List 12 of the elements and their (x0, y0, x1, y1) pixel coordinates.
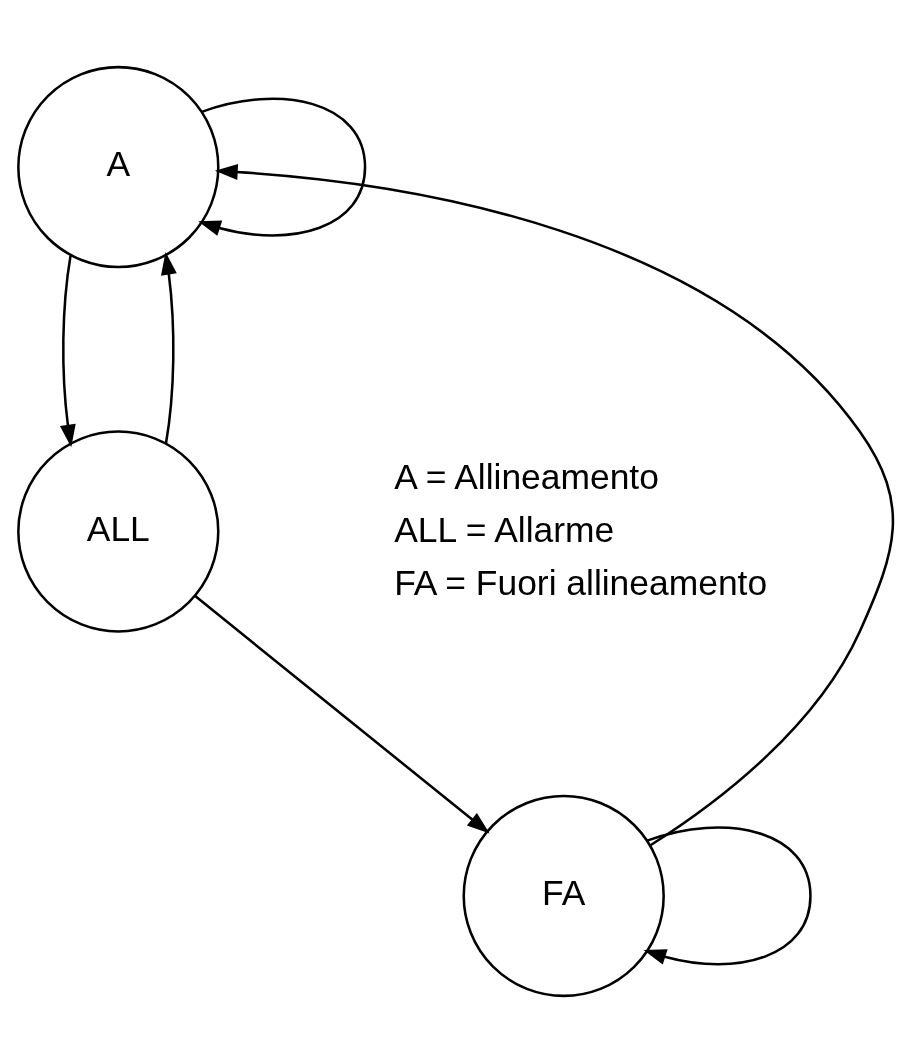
arrow (214, 163, 894, 847)
node-circle: ALL (17, 429, 220, 633)
arrow (59, 255, 76, 447)
arrow (198, 97, 367, 237)
arrow (194, 594, 490, 834)
label: A = Allineamento (394, 456, 659, 497)
arrow (643, 825, 812, 965)
node-circle: A (17, 65, 220, 268)
arrow (161, 251, 177, 444)
node-circle: FA (462, 794, 665, 997)
label: FA = Fuori allineamento (394, 562, 768, 603)
label: ALL = Allarme (394, 509, 615, 550)
